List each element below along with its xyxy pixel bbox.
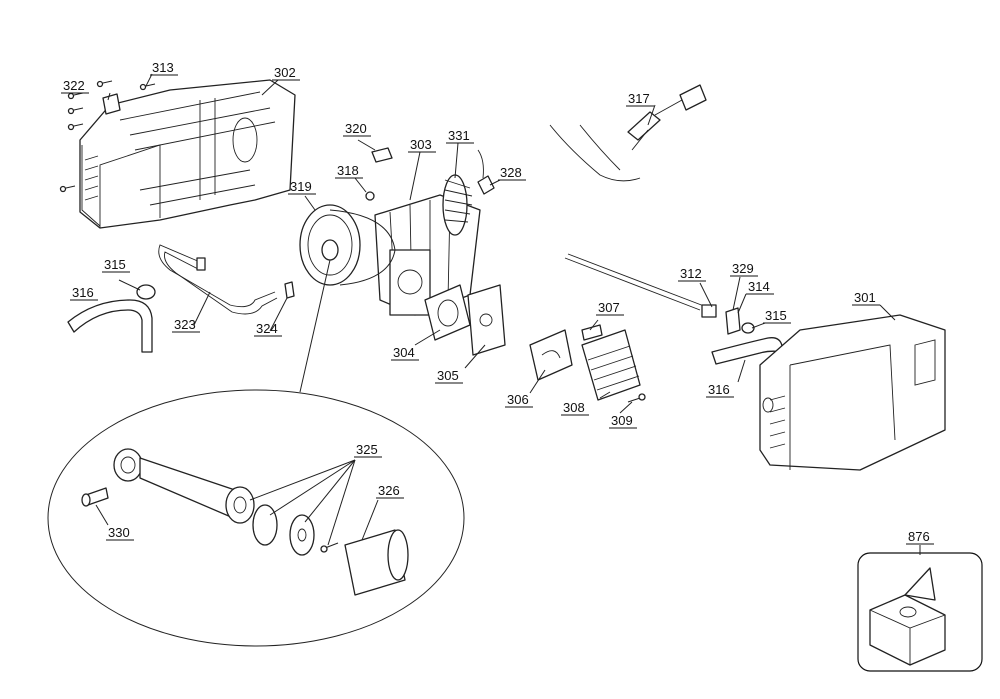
pulley-319 (299, 204, 396, 286)
label-324: 324 (256, 321, 278, 336)
label-316a: 316 (72, 285, 94, 300)
leaders-325 (249, 459, 356, 546)
label-329: 329 (732, 261, 754, 276)
pin-330 (81, 487, 109, 507)
ring-325b (289, 514, 315, 556)
nut-318 (365, 191, 375, 201)
housing-cover-302 (79, 79, 296, 229)
label-317: 317 (628, 91, 650, 106)
brush-328 (477, 149, 495, 195)
label-306: 306 (507, 392, 529, 407)
screw-326 (320, 542, 339, 553)
label-315a: 315 (104, 257, 126, 272)
clamp-315-right (741, 322, 755, 334)
gasket-306 (529, 329, 573, 381)
ring-325a (252, 504, 278, 546)
fitting-324 (284, 281, 295, 299)
tube-312 (564, 253, 717, 318)
clamp-315-left (136, 284, 156, 300)
label-331: 331 (448, 128, 470, 143)
fan-331 (442, 174, 473, 236)
connecting-rod-325 (113, 448, 255, 524)
label-309: 309 (611, 413, 633, 428)
leader-lines (95, 73, 921, 555)
label-316b: 316 (708, 382, 730, 397)
screws-313 (59, 80, 156, 193)
label-876: 876 (908, 529, 930, 544)
label-323: 323 (174, 317, 196, 332)
cylinder-sleeve (344, 529, 409, 596)
label-330: 330 (108, 525, 130, 540)
label-319: 319 (290, 179, 312, 194)
tube-323 (158, 244, 278, 315)
switch-322 (102, 93, 121, 115)
detail-ellipse (47, 389, 465, 647)
label-301: 301 (854, 290, 876, 305)
label-304: 304 (393, 345, 415, 360)
screw-309 (627, 393, 646, 403)
label-326: 326 (378, 483, 400, 498)
hose-316-right (711, 337, 785, 365)
detail-leader (299, 259, 331, 393)
label-318: 318 (337, 163, 359, 178)
pad-320 (371, 147, 393, 163)
label-308: 308 (563, 400, 585, 415)
kit-box-876 (857, 552, 983, 672)
label-307: 307 (598, 300, 620, 315)
label-320: 320 (345, 121, 367, 136)
housing-301 (759, 314, 946, 471)
valve-329 (725, 307, 741, 335)
label-312: 312 (680, 266, 702, 281)
label-322: 322 (63, 78, 85, 93)
callout-labels: 301 302 303 304 305 306 307 308 309 312 … (61, 60, 934, 545)
label-302: 302 (274, 65, 296, 80)
power-cord-317 (549, 84, 707, 182)
cylinder-head-308 (581, 329, 641, 401)
label-314: 314 (748, 279, 770, 294)
label-315b: 315 (765, 308, 787, 323)
label-305: 305 (437, 368, 459, 383)
hose-316-left (67, 299, 153, 353)
label-325: 325 (356, 442, 378, 457)
label-328: 328 (500, 165, 522, 180)
connector-307 (581, 324, 603, 341)
label-313: 313 (152, 60, 174, 75)
label-303: 303 (410, 137, 432, 152)
valve-plate-305 (467, 284, 506, 356)
